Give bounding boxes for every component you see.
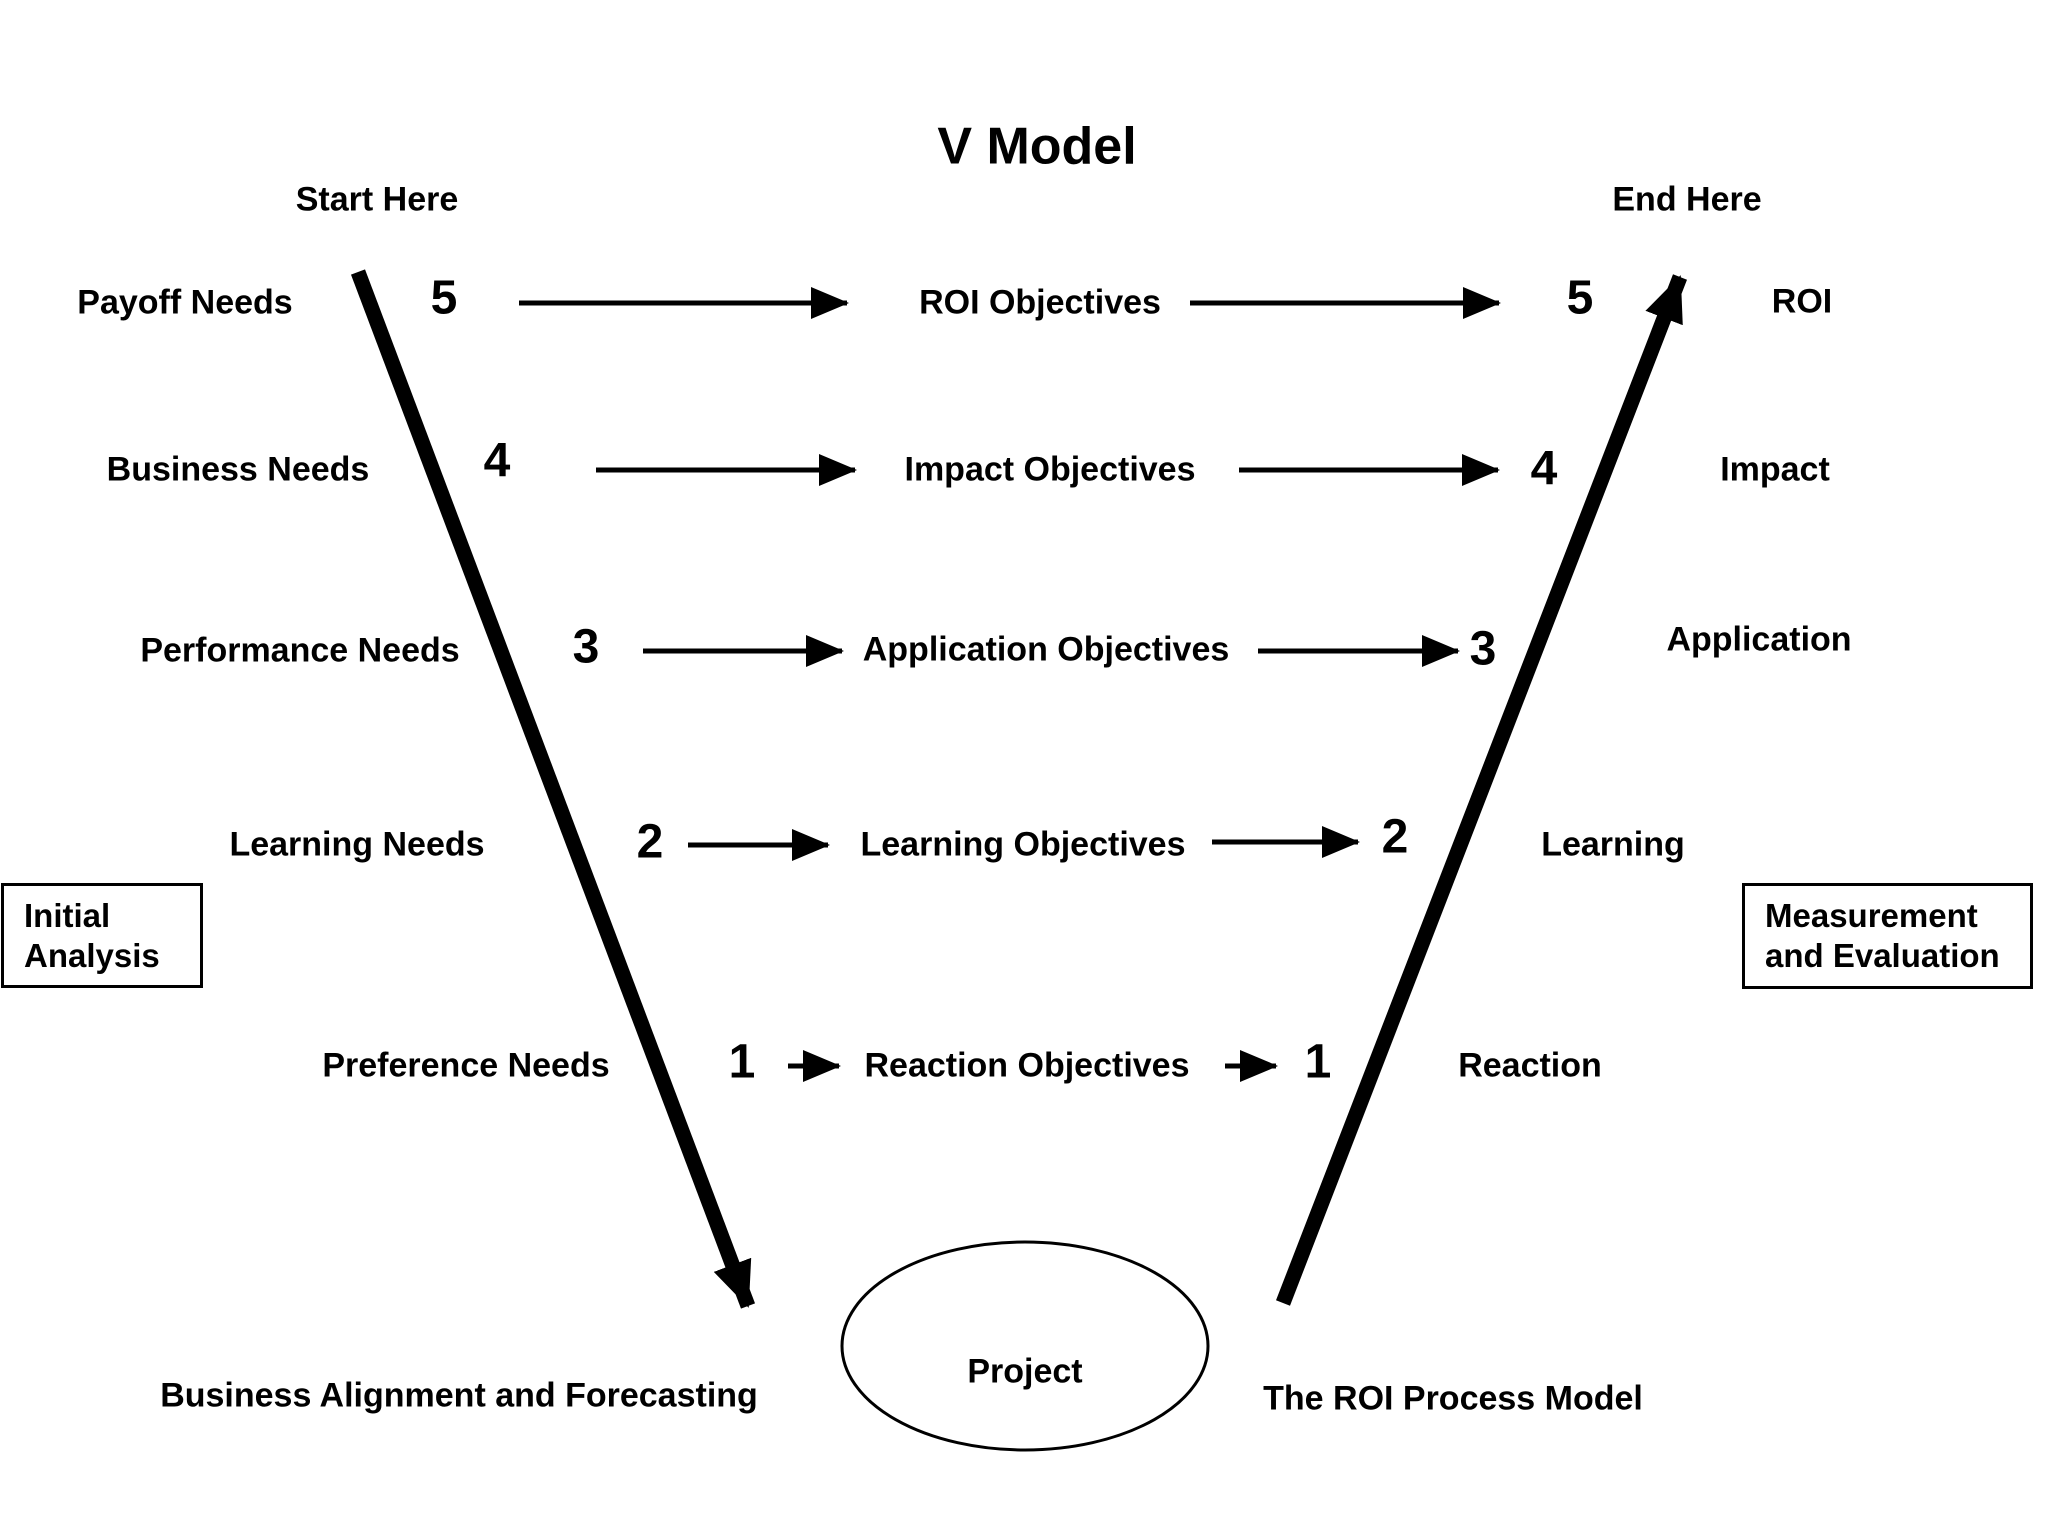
payoff-needs-label: Payoff Needs [77,283,293,322]
project-ellipse [840,1240,1210,1452]
learning-objectives-label: Learning Objectives [860,825,1186,864]
measurement-evaluation-line2: and Evaluation [1765,937,2000,974]
level-2-left: 2 [636,815,664,869]
initial-analysis-line1: Initial [24,896,111,934]
start-here-label: Start Here [295,180,459,219]
level-4-left: 4 [483,434,511,488]
impact-result-label: Impact [1720,450,1830,489]
level-1-left: 1 [728,1035,756,1089]
learning-needs-label: Learning Needs [229,825,485,864]
roi-objectives-label: ROI Objectives [919,283,1161,322]
roi-process-model-caption: The ROI Process Model [1263,1379,1643,1418]
business-alignment-caption: Business Alignment and Forecasting [160,1376,758,1415]
measurement-evaluation-line1: Measurement [1765,897,1978,934]
application-objectives-label: Application Objectives [862,630,1230,669]
level-3-right: 3 [1469,622,1497,676]
level-5-right: 5 [1566,271,1594,325]
preference-needs-label: Preference Needs [322,1046,610,1085]
level-2-right: 2 [1381,810,1409,864]
level-3-left: 3 [572,620,600,674]
level-1-right: 1 [1304,1035,1332,1089]
roi-result-label: ROI [1771,282,1833,321]
learning-result-label: Learning [1541,825,1685,864]
measurement-evaluation-box: Measurement and Evaluation [1742,883,2033,989]
ascending-v-arrow [1276,274,1687,1306]
initial-analysis-box: Initial Analysis [1,883,203,988]
business-needs-label: Business Needs [106,450,370,489]
application-result-label: Application [1666,620,1852,659]
level-5-left: 5 [430,271,458,325]
reaction-objectives-label: Reaction Objectives [864,1046,1190,1085]
performance-needs-label: Performance Needs [140,631,460,670]
initial-analysis-line2: Analysis [24,936,160,974]
impact-objectives-label: Impact Objectives [904,450,1196,489]
level-4-right: 4 [1530,442,1558,496]
descending-v-arrow [350,269,756,1309]
page-title: V Model [937,117,1137,176]
reaction-result-label: Reaction [1458,1046,1602,1085]
project-label: Project [967,1352,1083,1391]
end-here-label: End Here [1612,180,1762,219]
